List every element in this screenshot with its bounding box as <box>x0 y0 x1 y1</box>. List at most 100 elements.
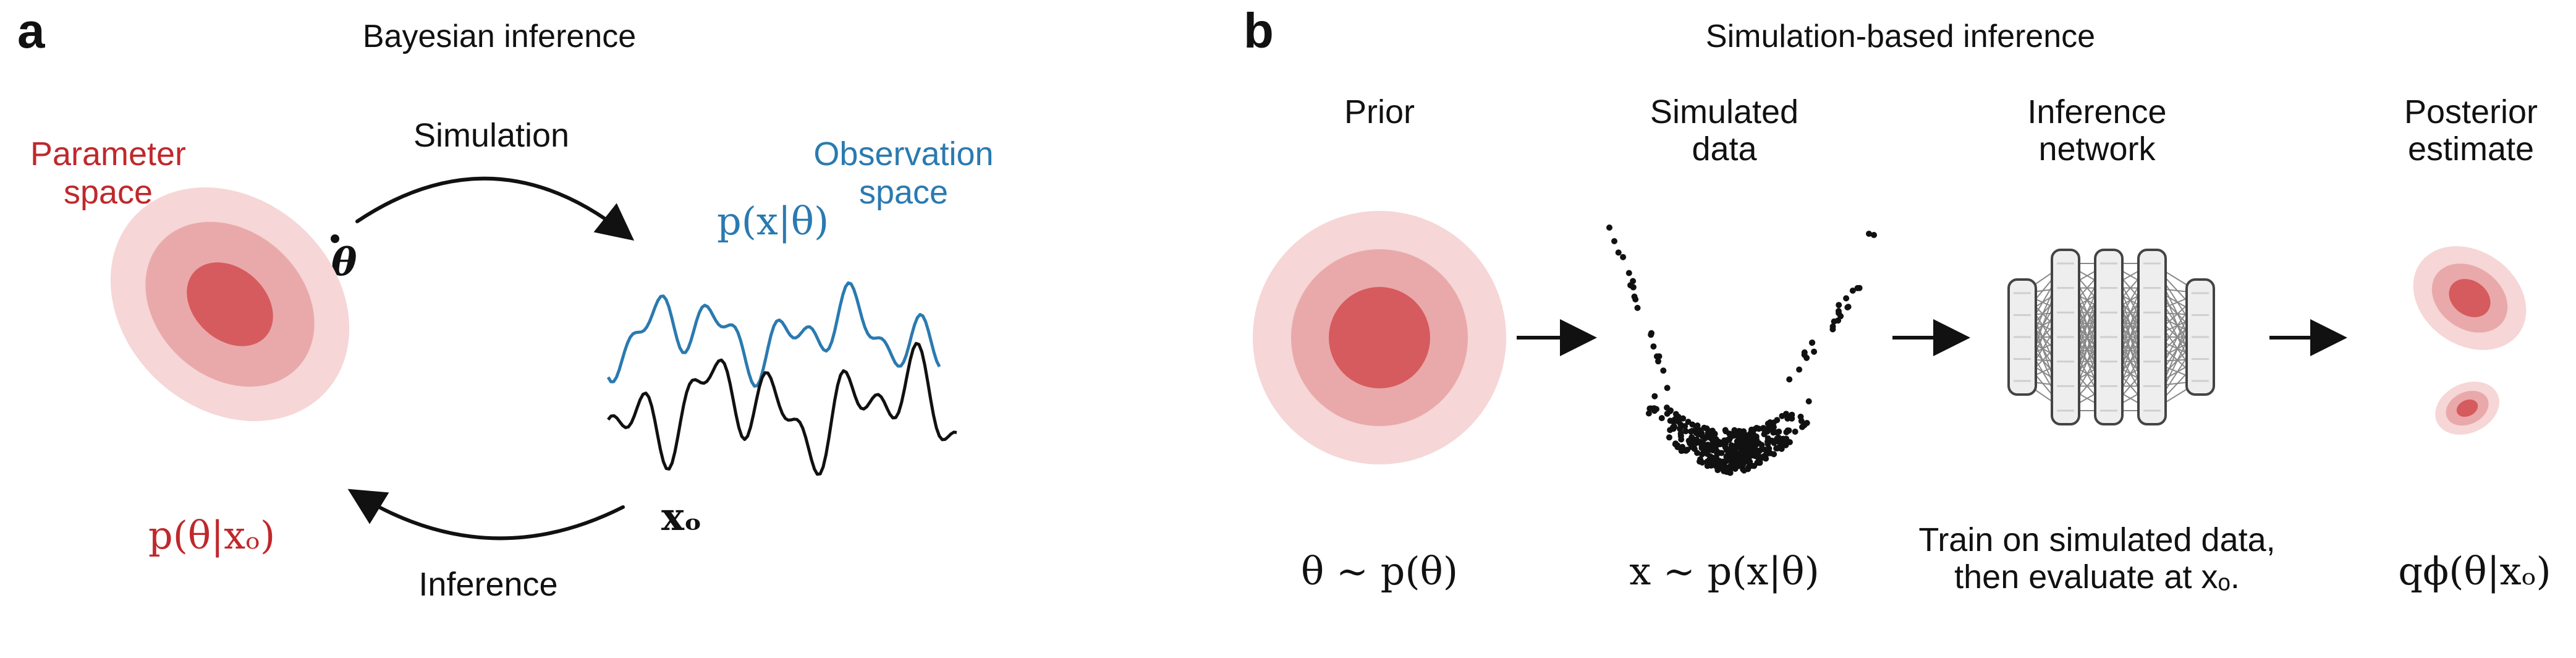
observation-space-label-line1: Observation <box>813 135 994 173</box>
network-caption-line2: then evaluate at xₒ. <box>1954 558 2240 596</box>
scatter-point <box>1783 411 1789 417</box>
scatter-point <box>1756 459 1763 466</box>
scatter-point <box>1674 444 1681 450</box>
scatter-point <box>1713 458 1719 464</box>
scatter-point <box>1685 437 1692 444</box>
scatter-point <box>1689 421 1696 428</box>
posterior-estimate-header-line1: Posterior <box>2404 93 2538 130</box>
observed-trace-black <box>607 341 957 476</box>
scatter-point <box>1843 295 1850 302</box>
scatter-point <box>1729 432 1735 439</box>
scatter-point <box>1625 270 1632 276</box>
scatter-point <box>1792 429 1799 435</box>
scatter-point <box>1660 367 1667 374</box>
scatter-point <box>1849 288 1856 294</box>
scatter-point <box>1786 376 1793 383</box>
scatter-point <box>1731 427 1738 434</box>
parameter-space-blob-inner <box>187 262 273 346</box>
scatter-point <box>1728 442 1735 449</box>
parameter-space-blob <box>110 187 350 421</box>
simulated-data-header-line2: data <box>1692 130 1757 168</box>
scatter-point <box>1655 358 1661 365</box>
scatter-point <box>1704 451 1711 457</box>
scatter-point <box>1694 422 1701 429</box>
scatter-point <box>1732 461 1739 468</box>
scatter-point <box>1767 419 1773 425</box>
posterior-estimate-blob-small <box>2435 382 2499 435</box>
scatter-point <box>1750 431 1756 438</box>
scatter-point <box>1748 463 1755 469</box>
scatter-point <box>1620 254 1627 260</box>
scatter-point <box>1704 458 1711 465</box>
scatter-point <box>1771 451 1777 458</box>
scatter-point <box>1768 424 1774 431</box>
scatter-point <box>1667 417 1674 424</box>
simulation-curved-arrow-icon <box>355 176 635 241</box>
scatter-point <box>1666 434 1672 441</box>
panel-a-title: Bayesian inference <box>362 19 637 54</box>
scatter-point <box>1836 302 1842 309</box>
panel-b-title: Simulation-based inference <box>1705 19 2096 54</box>
scatter-point <box>1606 224 1612 231</box>
scatter-point <box>1801 349 1808 356</box>
scatter-point <box>1734 432 1740 438</box>
scatter-point <box>1778 445 1785 452</box>
likelihood-expression: p(x|θ) <box>717 199 829 244</box>
scatter-point <box>1740 450 1747 456</box>
prior-blob-inner <box>1329 287 1430 388</box>
scatter-point <box>1797 413 1804 420</box>
scatter-point <box>1724 437 1731 443</box>
scatter-point <box>1722 428 1729 435</box>
network-caption-line1: Train on simulated data, <box>1918 521 2276 558</box>
posterior-estimate-header-line2: estimate <box>2407 130 2535 168</box>
scatter-point <box>1658 415 1665 422</box>
scatter-point <box>1711 430 1718 437</box>
scatter-point <box>1831 318 1837 325</box>
scatter-point <box>1751 426 1758 433</box>
scatter-point <box>1783 429 1790 435</box>
observed-data-symbol: xₒ <box>661 494 702 539</box>
inference-network-header-line2: network <box>2038 130 2156 168</box>
scatter-point <box>1678 436 1685 443</box>
scatter-point <box>1803 354 1810 361</box>
scatter-point <box>1653 353 1660 360</box>
scatter-point <box>1651 393 1658 400</box>
scatter-point <box>1682 423 1688 430</box>
scatter-point <box>1773 429 1780 436</box>
simulated-trace-blue <box>606 281 941 388</box>
scatter-point <box>1700 442 1706 449</box>
simulated-data-scatter <box>1606 224 1877 476</box>
scatter-point <box>1634 304 1641 311</box>
scatter-point <box>1723 453 1730 460</box>
scatter-point <box>1664 411 1671 417</box>
scatter-point <box>1755 451 1761 457</box>
simulation-label: Simulation <box>413 117 570 154</box>
scatter-point <box>1650 343 1657 350</box>
scatter-point <box>1745 466 1752 472</box>
scatter-point <box>1726 447 1733 454</box>
theta-dot <box>331 234 339 243</box>
scatter-point <box>1701 424 1708 431</box>
scatter-point <box>1836 310 1842 317</box>
inference-curved-arrow-icon <box>347 489 625 540</box>
scatter-point <box>1676 419 1682 425</box>
scatter-point <box>1615 249 1622 256</box>
inference-network-header-line1: Inference <box>2027 93 2167 130</box>
scatter-point <box>1671 424 1678 430</box>
scatter-point <box>1699 459 1706 466</box>
scatter-point <box>1718 464 1724 471</box>
scatter-point <box>1731 452 1737 459</box>
scatter-point <box>1724 466 1731 473</box>
scatter-point <box>1648 331 1654 338</box>
scatter-point <box>1854 284 1861 291</box>
observation-space-label-line2: space <box>858 174 949 211</box>
scatter-point <box>1740 455 1747 462</box>
scatter-point <box>1866 231 1872 237</box>
scatter-point <box>1871 232 1877 238</box>
scatter-point <box>1684 446 1690 453</box>
scatter-point <box>1756 440 1763 446</box>
scatter-point <box>1765 435 1771 442</box>
simulation-expression: x ~ p(x|θ) <box>1629 549 1820 594</box>
neural-network-icon <box>2007 249 2215 425</box>
